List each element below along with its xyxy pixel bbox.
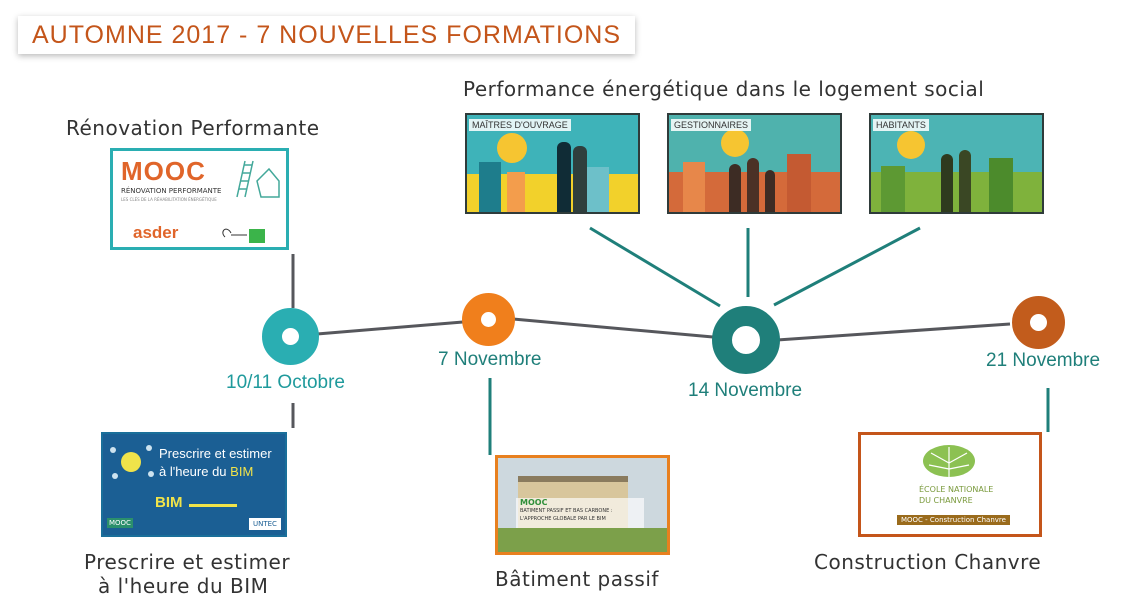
- date-21-novembre: 21 Novembre: [986, 350, 1101, 371]
- connector-d3-d4: [776, 322, 1011, 342]
- partner-logo-icon: [222, 228, 265, 243]
- thumb-chanvre[interactable]: ÉCOLE NATIONALE DU CHANVRE MOOC - Constr…: [858, 432, 1042, 537]
- bim-thumb-title-2: à l'heure du: [159, 464, 227, 479]
- date-14-novembre: 14 Novembre: [688, 380, 803, 401]
- page-title: AUTOMNE 2017 - 7 NOUVELLES FORMATIONS: [32, 20, 621, 49]
- passif-mooc-badge: MOOC: [520, 498, 548, 507]
- connector-perf1: [589, 226, 721, 308]
- asder-logo: asder: [133, 223, 179, 242]
- thumb-perf-maitres-ouvrage[interactable]: MAÎTRES D'OUVRAGE: [465, 113, 640, 214]
- date-octobre: 10/11 Octobre: [226, 372, 346, 393]
- passif-line-1: BATIMENT PASSIF ET BAS CARBONE :: [520, 508, 613, 514]
- tag-habitants: HABITANTS: [873, 119, 929, 131]
- label-renovation: Rénovation Performante: [66, 116, 320, 140]
- mooc-subtitle: RÉNOVATION PERFORMANTE: [121, 187, 222, 195]
- timeline-node-21-novembre: [1012, 296, 1065, 349]
- tag-maitres-ouvrage: MAÎTRES D'OUVRAGE: [469, 119, 571, 131]
- bim-mooc-badge: MOOC: [107, 518, 133, 528]
- bim-thumb-title-3: BIM: [230, 464, 254, 479]
- connector-perf3: [773, 226, 921, 307]
- chanvre-line-2: DU CHANVRE: [919, 496, 973, 505]
- thumb-bim[interactable]: Prescrire et estimer à l'heure du BIM BI…: [101, 432, 287, 537]
- chanvre-line-1: ÉCOLE NATIONALE: [919, 485, 994, 494]
- mooc-subtitle-2: LES CLÉS DE LA RÉHABILITATION ÉNERGÉTIQU…: [121, 197, 217, 202]
- house-ladder-icon: [236, 160, 280, 198]
- chanvre-mooc-bar: MOOC - Construction Chanvre: [897, 515, 1010, 525]
- connector-d1-d2: [316, 320, 464, 336]
- date-7-novembre: 7 Novembre: [438, 349, 542, 370]
- network-icon: [110, 445, 154, 479]
- label-passif: Bâtiment passif: [495, 567, 659, 591]
- bim-thumb-title-1: Prescrire et estimer: [159, 446, 272, 461]
- timeline-node-7-novembre: [462, 293, 515, 346]
- label-chanvre: Construction Chanvre: [814, 550, 1042, 574]
- thumb-renovation[interactable]: MOOC RÉNOVATION PERFORMANTE LES CLÉS DE …: [110, 148, 289, 250]
- timeline-node-octobre: [262, 308, 319, 365]
- label-bim-line2: à l'heure du BIM: [98, 574, 269, 598]
- timeline-node-14-novembre: [712, 306, 780, 374]
- tag-gestionnaires: GESTIONNAIRES: [671, 119, 752, 131]
- mooc-logo-text: MOOC: [121, 156, 206, 186]
- thumb-passif[interactable]: MOOC BATIMENT PASSIF ET BAS CARBONE : L'…: [495, 455, 670, 555]
- thumb-perf-habitants[interactable]: HABITANTS: [869, 113, 1044, 214]
- connector-d2-d3: [512, 317, 714, 339]
- bim-word: BIM: [155, 494, 183, 511]
- label-performance: Performance énergétique dans le logement…: [463, 77, 985, 101]
- thumb-perf-gestionnaires[interactable]: GESTIONNAIRES: [667, 113, 842, 214]
- label-bim-line1: Prescrire et estimer: [84, 550, 291, 574]
- untec-logo: UNTEC: [249, 518, 281, 530]
- hemp-leaf-icon: [923, 445, 975, 477]
- passif-line-2: L'APPROCHE GLOBALE PAR LE BIM: [520, 516, 606, 522]
- title-banner: AUTOMNE 2017 - 7 NOUVELLES FORMATIONS: [18, 16, 635, 54]
